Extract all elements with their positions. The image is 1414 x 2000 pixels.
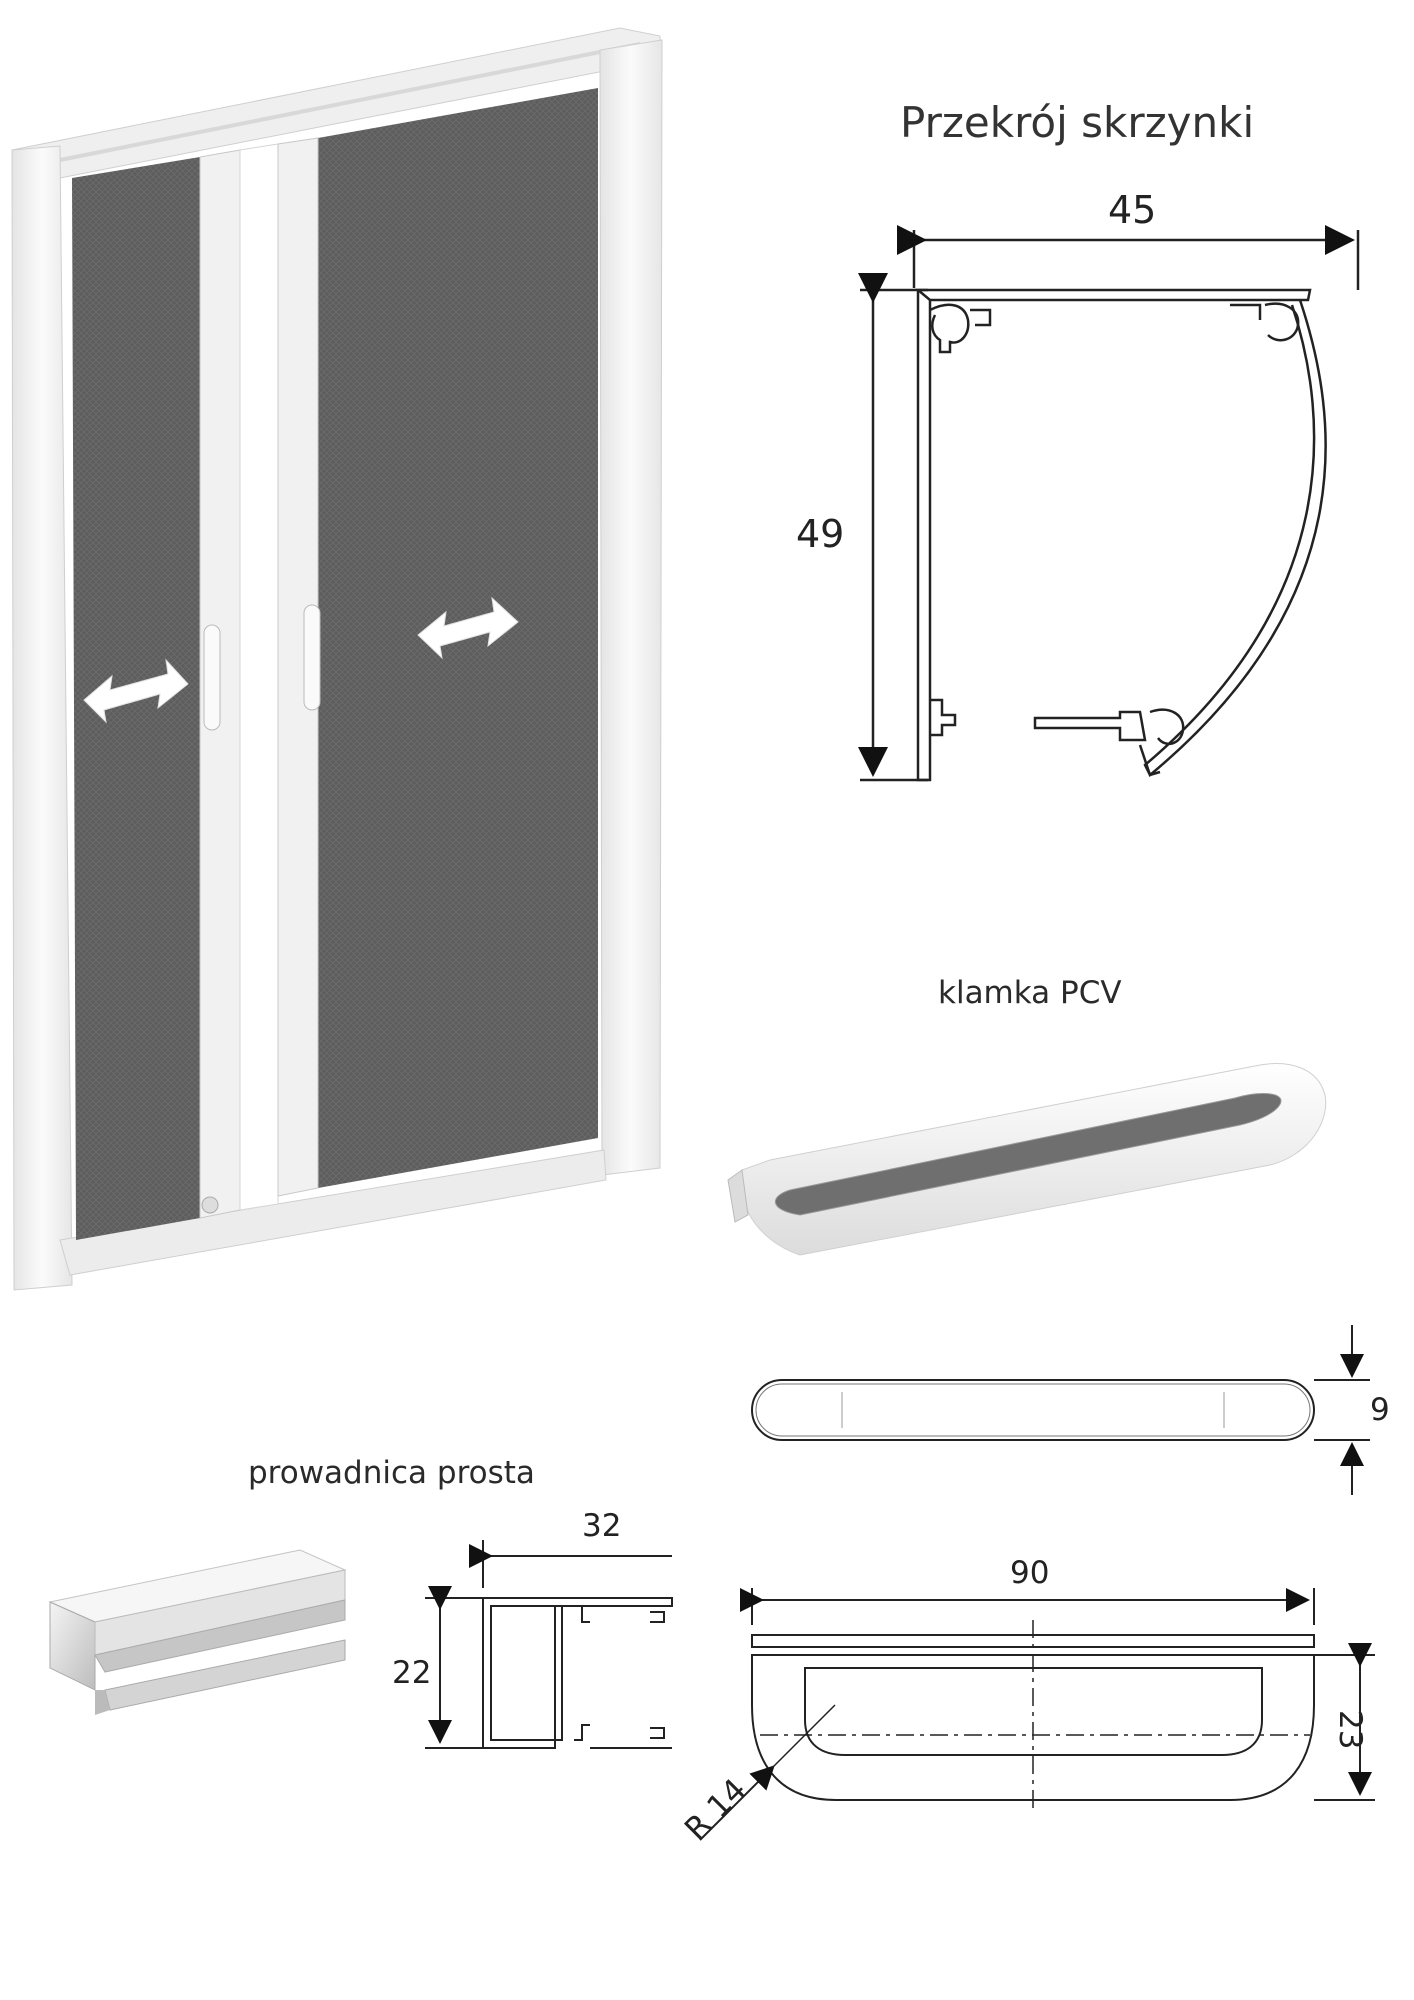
handle-top-view (751, 1325, 1370, 1495)
handle-title: klamka PCV (938, 975, 1122, 1011)
dim-guide-height: 22 (392, 1655, 432, 1691)
dim-handle-thickness: 9 (1370, 1392, 1390, 1428)
guide-rail-section (425, 1540, 673, 1749)
dim-box-height: 49 (796, 512, 845, 556)
handle-3d-image (727, 1063, 1327, 1256)
slide-arrow-left-icon (83, 658, 189, 724)
slide-arrow-right-icon (417, 596, 519, 660)
handle-front-view (699, 1588, 1375, 1841)
guide-rail-3d-image (48, 1549, 347, 1715)
dim-box-width: 45 (1108, 188, 1157, 232)
dim-handle-length: 90 (1010, 1555, 1050, 1591)
box-section-title: Przekrój skrzynki (900, 98, 1255, 147)
dim-guide-width: 32 (582, 1508, 622, 1544)
guide-title: prowadnica prosta (248, 1455, 535, 1491)
box-cross-section (858, 225, 1360, 782)
dim-handle-depth: 23 (1332, 1710, 1368, 1750)
door-illustration (11, 27, 663, 1291)
